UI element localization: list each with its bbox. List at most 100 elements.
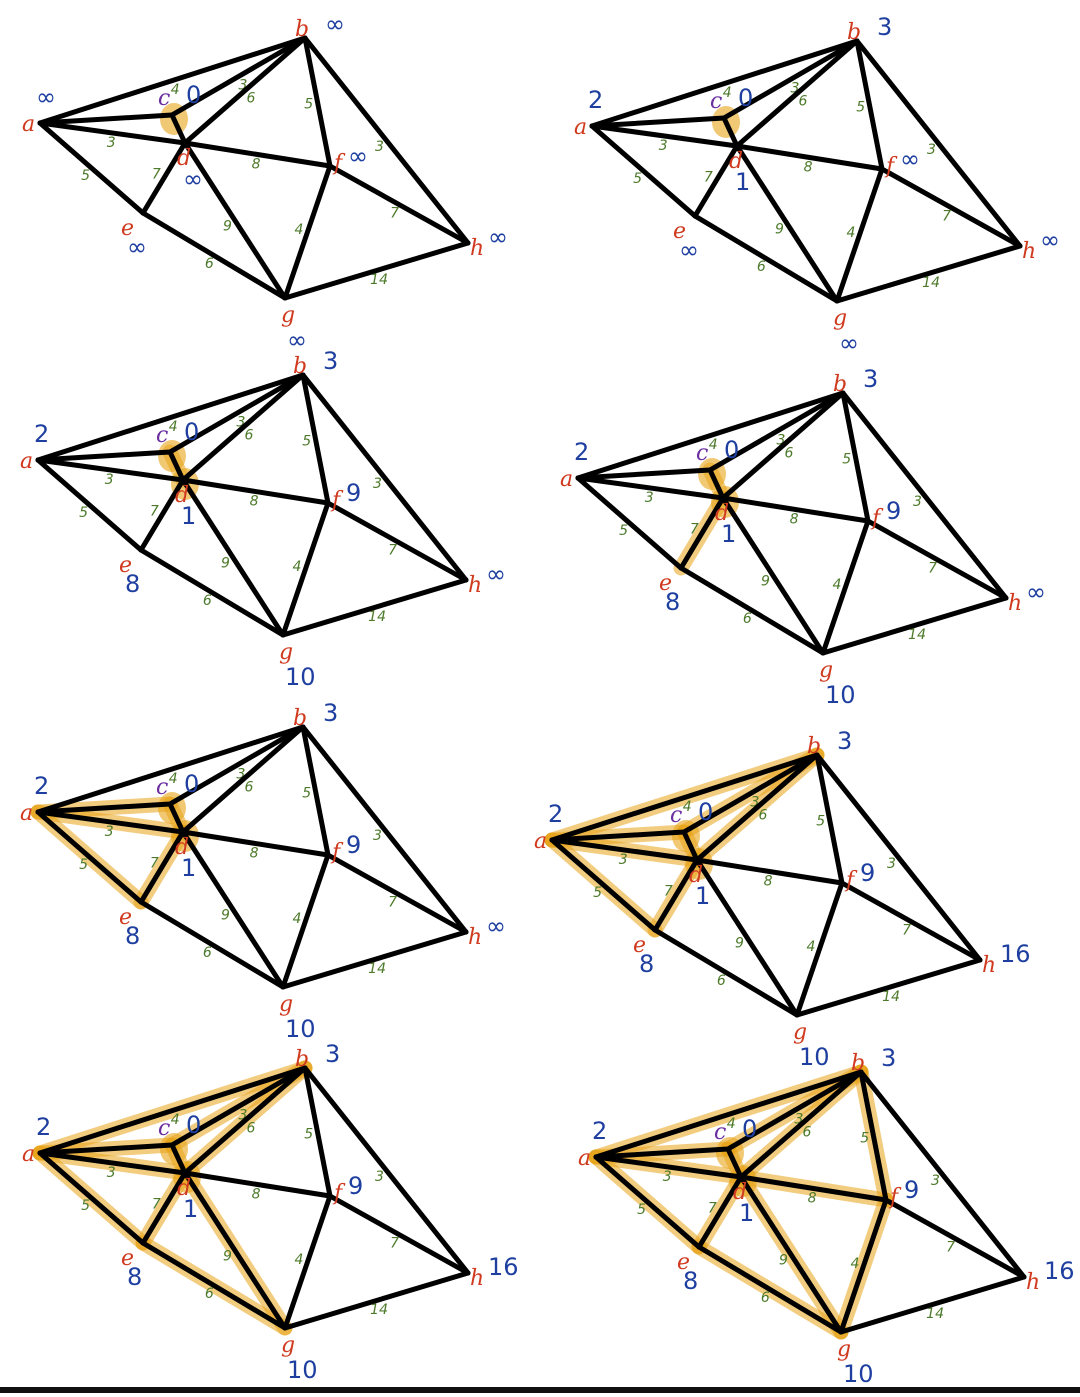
edge-weight-label: 6 xyxy=(203,945,212,961)
edge-d-b xyxy=(738,1069,864,1180)
edge-c-d xyxy=(681,829,700,863)
distance-label-h: 16 xyxy=(1000,940,1031,968)
distance-label-a: 2 xyxy=(34,420,49,448)
edge-weight-label: 9 xyxy=(779,1252,788,1268)
edge-weight-label: 14 xyxy=(926,1306,944,1322)
edge-weight-label: 4 xyxy=(293,559,302,575)
edge-weight-label: 5 xyxy=(593,885,602,901)
distance-label-f: ∞ xyxy=(900,145,920,173)
edge-g-h xyxy=(280,577,469,638)
edge-weight-label: 3 xyxy=(107,1165,116,1181)
distance-label-e: ∞ xyxy=(127,233,147,261)
distance-label-g: 10 xyxy=(285,663,316,691)
node-label-h: h xyxy=(1022,239,1036,264)
edge-b-f xyxy=(814,752,845,886)
distance-label-e: 8 xyxy=(683,1267,698,1295)
distance-label-b: 3 xyxy=(323,347,338,375)
edge-d-b xyxy=(720,390,846,501)
edge-weight-label: 7 xyxy=(152,166,161,182)
edge-weight-label: 3 xyxy=(373,828,382,844)
distance-label-a: 2 xyxy=(34,772,49,800)
node-label-b: b xyxy=(295,1047,309,1072)
edge-b-h xyxy=(302,35,471,246)
edge-e-g xyxy=(678,565,826,656)
edge-weight-label: 3 xyxy=(239,77,248,93)
edge-weight-label: 6 xyxy=(203,593,212,609)
edge-weight-label: 9 xyxy=(221,907,230,923)
edge-e-g xyxy=(140,210,288,301)
distance-label-c: 0 xyxy=(738,84,753,112)
node-label-b: b xyxy=(293,706,307,731)
edge-d-g xyxy=(738,1174,844,1335)
edge-weight-label: 3 xyxy=(239,1107,248,1123)
edge-weight-label: 7 xyxy=(390,1235,399,1251)
distance-label-f: 9 xyxy=(886,497,901,525)
distance-label-f: 9 xyxy=(346,479,361,507)
edge-weight-label: 3 xyxy=(645,490,654,506)
edge-weight-label: 3 xyxy=(777,432,786,448)
edge-weight-label: 4 xyxy=(295,222,304,238)
edge-d-b xyxy=(734,38,860,149)
edge-weight-label: 3 xyxy=(375,139,384,155)
edge-b-h xyxy=(300,724,469,935)
edge-weight-label: 9 xyxy=(223,218,232,234)
edge-weight-label: 6 xyxy=(246,90,255,106)
edge-f-g xyxy=(282,1193,333,1331)
distance-label-e: 8 xyxy=(125,922,140,950)
edge-weight-label: 4 xyxy=(723,85,732,101)
edge-weight-label: 3 xyxy=(105,472,114,488)
edge-weight-label: 8 xyxy=(808,1190,817,1206)
edge-c-d xyxy=(167,801,186,835)
distance-label-g: 10 xyxy=(285,1015,316,1043)
edge-weight-label: 3 xyxy=(887,856,896,872)
distance-label-h: 16 xyxy=(488,1253,519,1281)
distance-label-a: ∞ xyxy=(36,83,56,111)
edge-a-d xyxy=(37,1150,188,1176)
distance-label-d: 1 xyxy=(695,882,710,910)
edge-a-c xyxy=(575,467,713,481)
edge-weight-label: 8 xyxy=(252,1186,261,1202)
edge-weight-label: 6 xyxy=(246,1120,255,1136)
edge-weight-label: 3 xyxy=(375,1169,384,1185)
edge-d-f xyxy=(180,829,331,858)
edge-a-d xyxy=(35,809,186,835)
distance-label-h: ∞ xyxy=(488,223,508,251)
edge-weight-label: 9 xyxy=(223,1248,232,1264)
edge-g-h xyxy=(820,595,1009,656)
node-label-a: a xyxy=(578,1146,591,1171)
distance-label-c: 0 xyxy=(186,81,201,109)
distance-label-c: 0 xyxy=(742,1115,757,1143)
edge-weight-label: 4 xyxy=(847,225,856,241)
edge-weight-label: 6 xyxy=(717,973,726,989)
edge-b-f xyxy=(302,1065,333,1199)
edge-f-g xyxy=(280,852,331,990)
edge-d-b xyxy=(182,1065,308,1176)
bottom-edge-rule xyxy=(0,1387,1080,1393)
distance-label-d: 1 xyxy=(721,520,736,548)
node-label-a: a xyxy=(534,829,547,854)
distance-label-c: 0 xyxy=(184,418,199,446)
edge-weight-label: 8 xyxy=(250,493,259,509)
edge-weight-label: 3 xyxy=(373,476,382,492)
edge-weight-label: 8 xyxy=(790,511,799,527)
distance-label-d: 1 xyxy=(181,854,196,882)
edge-d-e xyxy=(140,1170,188,1246)
edge-weight-label: 5 xyxy=(860,1131,869,1147)
edge-a-b xyxy=(35,372,306,463)
edge-weight-label: 8 xyxy=(252,156,261,172)
node-label-b: b xyxy=(293,354,307,379)
edge-d-g xyxy=(182,140,288,301)
edge-g-h xyxy=(282,1270,471,1331)
edge-weight-label: 3 xyxy=(795,1111,804,1127)
node-label-a: a xyxy=(20,449,33,474)
edge-weight-label: 4 xyxy=(833,577,842,593)
edge-b-f xyxy=(858,1069,889,1203)
node-label-c: c xyxy=(156,423,168,448)
edge-d-e xyxy=(678,495,726,571)
edge-c-d xyxy=(167,449,186,483)
distance-label-c: 0 xyxy=(186,1111,201,1139)
node-label-h: h xyxy=(1008,591,1022,616)
